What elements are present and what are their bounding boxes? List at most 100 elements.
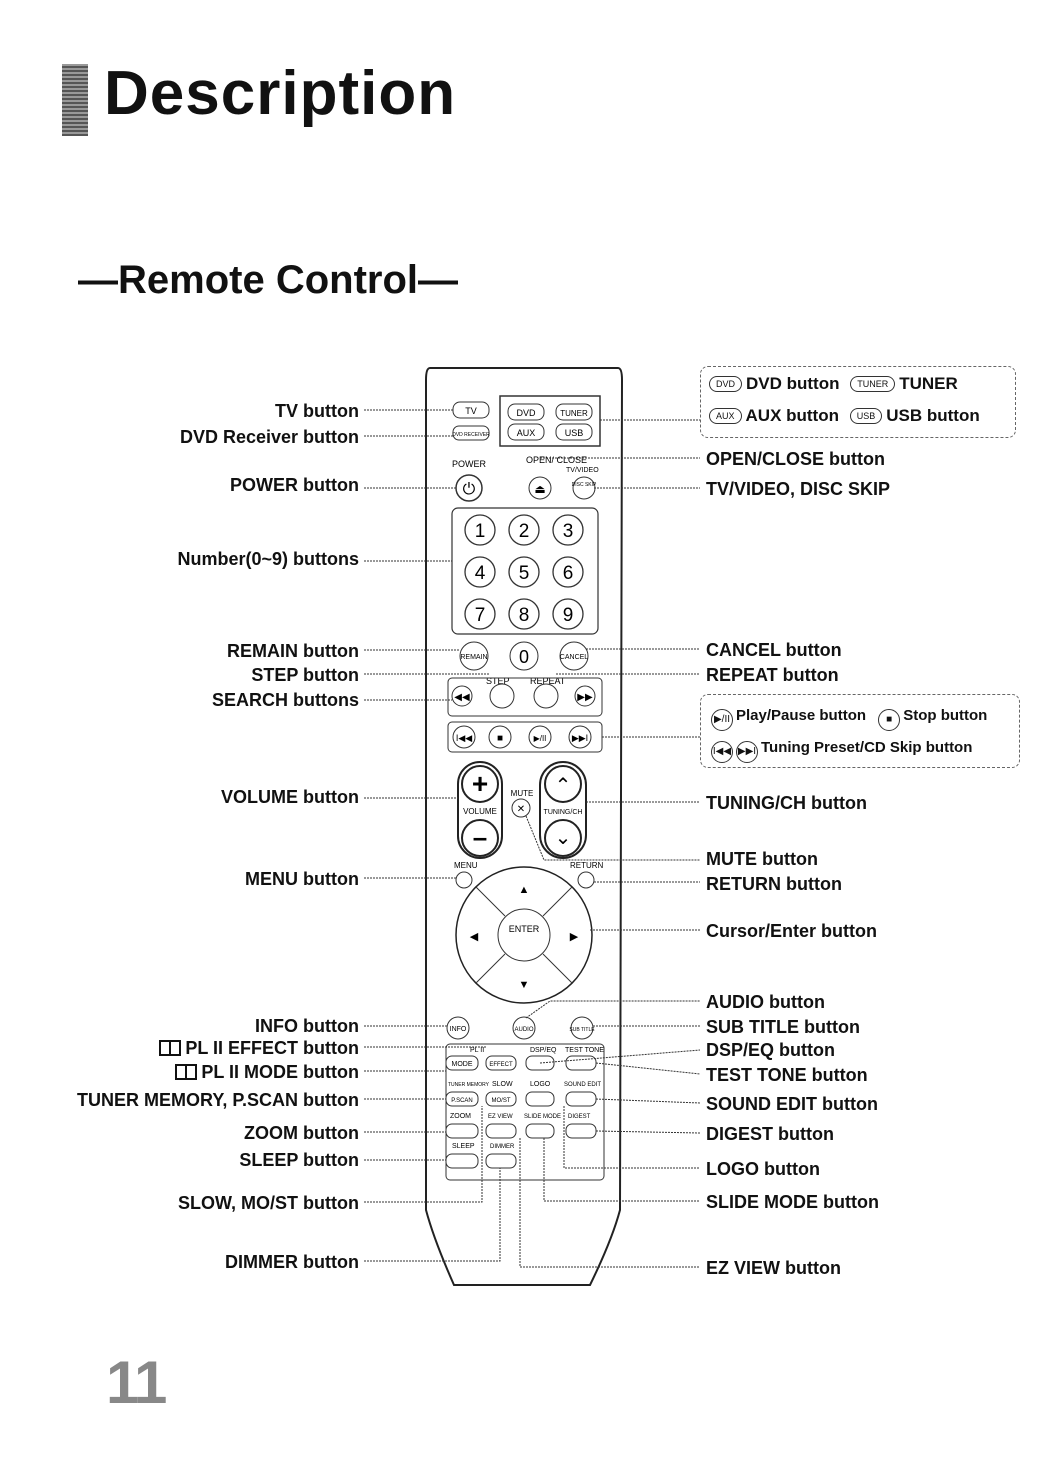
svg-text:MENU: MENU: [454, 861, 478, 870]
number-1-button: [464, 514, 496, 546]
svg-text:⌃: ⌃: [555, 775, 572, 797]
menu-button-shape: [455, 871, 473, 889]
svg-text:SUB TITLE: SUB TITLE: [569, 1027, 595, 1033]
label-volume-button: VOLUME button: [221, 787, 359, 807]
logo-button-shape: [525, 1091, 555, 1107]
aux-chip: AUX: [709, 408, 742, 424]
svg-text:+: +: [472, 768, 488, 799]
number-9-button: [552, 598, 584, 630]
label-remain-button: REMAIN button: [227, 641, 359, 661]
digest-button-shape: [565, 1123, 597, 1139]
volume-button-shape: [457, 761, 503, 859]
stop-label: Stop button: [903, 707, 988, 724]
tuner-button: [555, 403, 593, 421]
enter-button-shape: [497, 908, 551, 962]
number-9-label: 9: [563, 605, 574, 626]
repeat-button-shape: [533, 683, 559, 709]
remote-outline: [425, 367, 624, 1286]
label-ez-view-button: EZ VIEW button: [706, 1258, 841, 1278]
label-return-button: RETURN button: [706, 874, 842, 894]
label-tuning-ch-button: TUNING/CH button: [706, 793, 867, 813]
aux-button: [507, 423, 545, 441]
number-6-label: 6: [563, 563, 574, 584]
cursor-pad: [455, 866, 593, 1004]
title-bar-decoration: [62, 64, 88, 136]
label-dimmer-button: DIMMER button: [225, 1252, 359, 1272]
zoom-button-shape: [445, 1123, 479, 1139]
audio-button-shape: [512, 1016, 536, 1040]
svg-text:POWER: POWER: [452, 459, 487, 469]
label-test-tone-button: TEST TONE button: [706, 1065, 868, 1085]
svg-text:▶▶I: ▶▶I: [572, 733, 588, 743]
test-tone-button-shape: [565, 1055, 597, 1071]
number-7-label: 7: [475, 605, 486, 626]
svg-text:P.SCAN: P.SCAN: [451, 1098, 473, 1104]
number-8-button: [508, 598, 540, 630]
label-info-button: INFO button: [255, 1016, 359, 1036]
svg-text:LOGO: LOGO: [530, 1081, 551, 1088]
number-5-button: [508, 556, 540, 588]
label-pl2-mode-button: PL II MODE button: [175, 1061, 359, 1083]
svg-text:USB: USB: [565, 428, 584, 438]
number-7-button: [464, 598, 496, 630]
dvd-button-label: DVD button: [746, 374, 840, 393]
usb-chip: USB: [849, 408, 883, 424]
label-digest-button: DIGEST button: [706, 1124, 834, 1144]
label-cursor-enter-button: Cursor/Enter button: [706, 921, 877, 941]
label-sub-title-button: SUB TITLE button: [706, 1017, 860, 1037]
dolby-icon: [159, 1040, 182, 1056]
sleep-button-shape: [445, 1153, 479, 1169]
svg-text:AUX: AUX: [517, 428, 536, 438]
search-forward-button: [574, 685, 596, 707]
stop-icon: ■: [878, 709, 901, 731]
svg-text:✕: ✕: [517, 804, 525, 815]
svg-text:DIMMER: DIMMER: [490, 1144, 515, 1150]
svg-text:DIGEST: DIGEST: [568, 1114, 591, 1120]
svg-text:▼: ▼: [519, 979, 530, 991]
svg-text:▲: ▲: [519, 884, 530, 896]
tuning-ch-button-shape: [539, 761, 587, 859]
dsp-eq-button-shape: [525, 1055, 555, 1071]
svg-text:◀: ◀: [470, 931, 479, 943]
number-3-button: [552, 514, 584, 546]
label-zoom-button: ZOOM button: [244, 1123, 359, 1143]
number-8-label: 8: [519, 605, 530, 626]
svg-text:SOUND EDIT: SOUND EDIT: [564, 1082, 601, 1088]
sub-title-button-shape: [570, 1016, 594, 1040]
svg-text:CANCEL: CANCEL: [560, 654, 589, 661]
label-sound-edit-button: SOUND EDIT button: [706, 1094, 878, 1114]
svg-text:ZOOM: ZOOM: [450, 1113, 471, 1120]
most-button-shape: [485, 1091, 517, 1107]
label-repeat-button: REPEAT button: [706, 665, 839, 685]
number-0-button: [509, 641, 539, 671]
usb-button: [555, 423, 593, 441]
label-sleep-button: SLEEP button: [239, 1150, 359, 1170]
svg-text:▶/II: ▶/II: [534, 734, 547, 743]
label-step-button: STEP button: [251, 665, 359, 685]
number-2-label: 2: [519, 521, 530, 542]
svg-text:0: 0: [519, 647, 529, 667]
number-6-button: [552, 556, 584, 588]
label-dvd-receiver-button: DVD Receiver button: [179, 427, 359, 447]
svg-text:TUNER MEMORY: TUNER MEMORY: [448, 1082, 490, 1088]
tv-video-disc-skip-button: [572, 476, 596, 500]
svg-text:EZ VIEW: EZ VIEW: [488, 1114, 513, 1120]
svg-text:▶▶: ▶▶: [577, 692, 593, 703]
number-3-label: 3: [563, 521, 574, 542]
number-4-button: [464, 556, 496, 588]
svg-text:INFO: INFO: [450, 1026, 467, 1033]
sound-edit-button-shape: [565, 1091, 597, 1107]
return-button-shape: [577, 871, 595, 889]
svg-text:ENTER: ENTER: [509, 924, 540, 934]
svg-text:PL II: PL II: [470, 1047, 484, 1054]
prev-skip-icon: I◀◀: [711, 741, 733, 763]
svg-text:DVD: DVD: [516, 408, 536, 418]
svg-text:DISC SKIP: DISC SKIP: [572, 482, 597, 488]
tuning-preset-label: Tuning Preset/CD Skip button: [761, 739, 973, 756]
svg-text:EFFECT: EFFECT: [489, 1062, 513, 1068]
svg-text:■: ■: [497, 733, 503, 744]
step-button-shape: [489, 683, 515, 709]
svg-text:TV/VIDEO: TV/VIDEO: [566, 467, 599, 474]
